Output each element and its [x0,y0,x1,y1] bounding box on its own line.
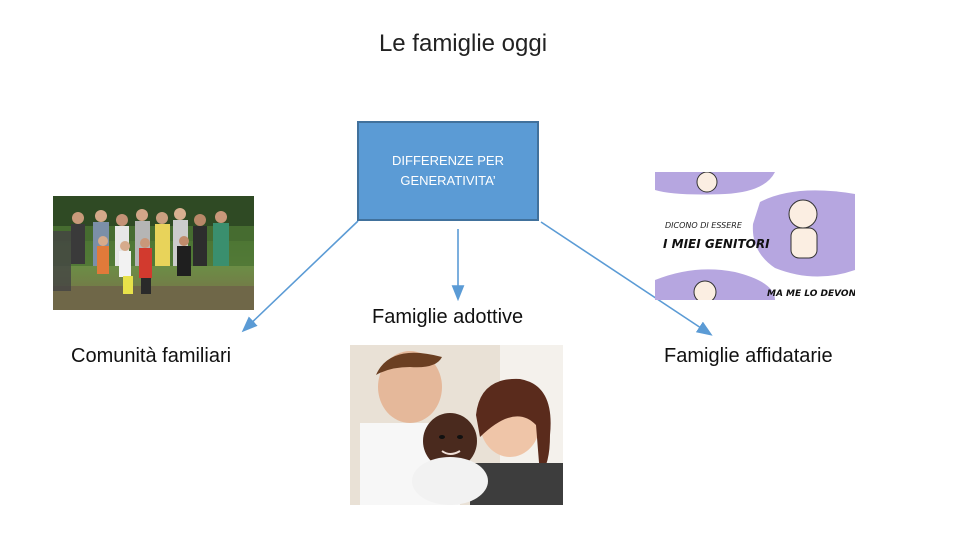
cartoon-text-line3: MA ME LO DEVONO [767,289,855,299]
generativity-box: DIFFERENZE PER GENERATIVITA’ [357,121,539,221]
center-box-line2: GENERATIVITA’ [400,173,496,188]
slide-title: Le famiglie oggi [378,30,548,57]
cartoon-illustration: DICONO DI ESSERE I MIEI GENITORI MA ME L… [655,172,855,300]
label-famiglie-affidatarie: Famiglie affidatarie [664,345,833,367]
label-famiglie-adottive: Famiglie adottive [372,306,524,328]
center-box-line1: DIFFERENZE PER [392,153,504,168]
cartoon-baby-illustration: DICONO DI ESSERE I MIEI GENITORI MA ME L… [655,172,855,300]
community-group-illustration [53,196,254,310]
arrow-to-comunita [241,220,359,333]
community-group-photo [53,196,254,310]
adoptive-family-photo [350,345,563,505]
cartoon-text-line2: I MIEI GENITORI [663,237,770,251]
arrow-to-affidatarie [540,221,713,336]
cartoon-text-line1: DICONO DI ESSERE [665,221,743,230]
label-comunita-familiari: Comunità familiari [71,345,232,367]
adoptive-family-illustration [350,345,563,505]
